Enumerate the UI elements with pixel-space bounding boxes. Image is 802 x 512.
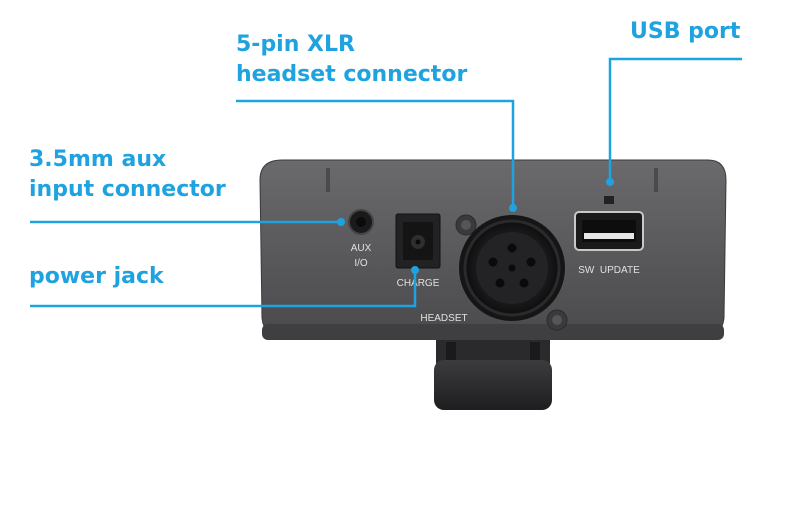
power-callout: power jack bbox=[29, 262, 164, 292]
dc-power-jack-icon bbox=[395, 213, 441, 269]
xlr-callout: 5-pin XLR headset connector bbox=[236, 30, 467, 90]
usb-leader-line bbox=[608, 57, 742, 182]
xlr-callout-line2: headset connector bbox=[236, 62, 468, 87]
power-callout-line1: power jack bbox=[29, 264, 164, 289]
screw-icon bbox=[455, 214, 477, 236]
usb-callout: USB port bbox=[630, 17, 740, 47]
screw-icon bbox=[546, 309, 568, 331]
aux-callout-line2: input connector bbox=[29, 177, 226, 202]
xlr-connector-icon bbox=[459, 215, 565, 321]
usb-callout-line1: USB port bbox=[630, 19, 741, 44]
aux-label-line2: I/O bbox=[354, 258, 368, 269]
aux-jack-icon bbox=[348, 209, 374, 235]
aux-label-line1: AUX bbox=[351, 243, 372, 254]
aux-callout-line1: 3.5mm aux bbox=[29, 147, 167, 172]
leader-lines bbox=[30, 57, 742, 308]
leader-dots bbox=[337, 178, 614, 274]
usb-port-icon bbox=[574, 211, 644, 251]
sw-update-label: SW UPDATE bbox=[578, 265, 640, 276]
belt-clip bbox=[434, 330, 552, 410]
power-leader-line bbox=[30, 270, 417, 308]
headset-label: HEADSET bbox=[420, 313, 467, 324]
xlr-callout-line1: 5-pin XLR bbox=[236, 32, 355, 57]
charge-label: CHARGE bbox=[397, 278, 440, 289]
aux-callout: 3.5mm aux input connector bbox=[29, 145, 226, 205]
xlr-leader-line bbox=[236, 99, 515, 208]
